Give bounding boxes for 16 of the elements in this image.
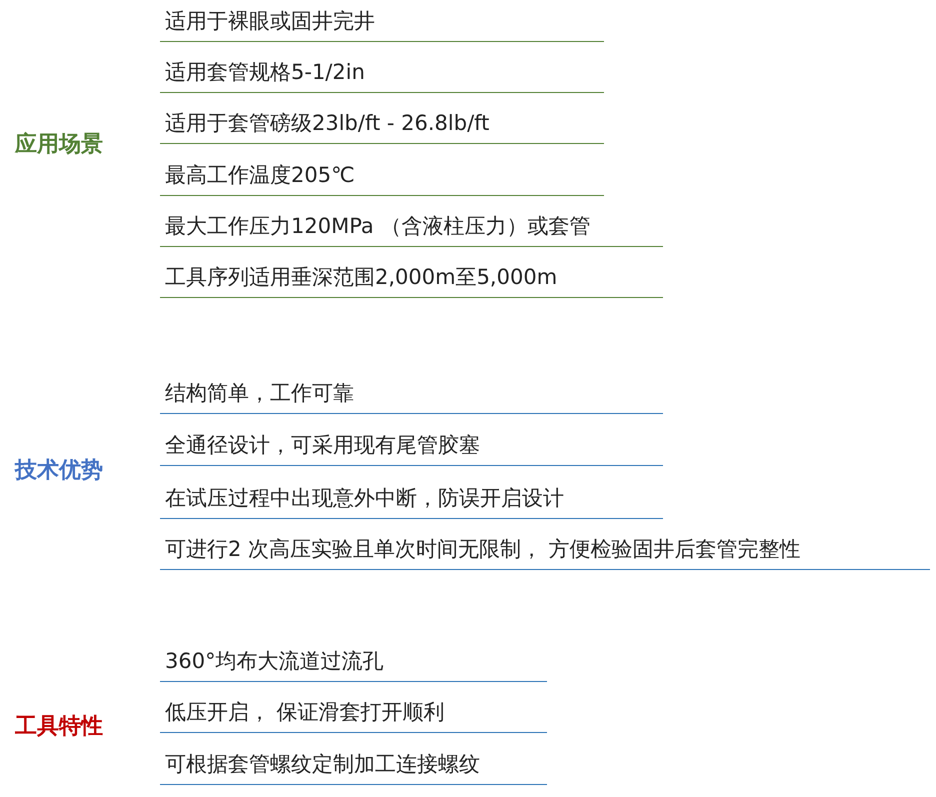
section-heading: 工具特性 bbox=[15, 713, 104, 741]
underlined-list-item: 最大工作压力120MPa （含液柱压力）或套管 bbox=[160, 209, 663, 247]
underlined-list-item: 适用于套管磅级23lb/ft - 26.8lb/ft bbox=[160, 106, 604, 144]
underlined-list-item: 工具序列适用垂深范围2,000m至5,000m bbox=[160, 260, 663, 298]
underlined-list-item: 低压开启， 保证滑套打开顺利 bbox=[160, 695, 547, 733]
underlined-list-item: 在试压过程中出现意外中断，防误开启设计 bbox=[160, 481, 663, 519]
underlined-list-item: 最高工作温度205℃ bbox=[160, 158, 604, 196]
underlined-list-item: 适用于裸眼或固井完井 bbox=[160, 4, 604, 42]
underlined-list-item: 360°均布大流道过流孔 bbox=[160, 644, 547, 682]
underlined-list-item: 结构简单，工作可靠 bbox=[160, 376, 663, 414]
underlined-list-item: 可进行2 次高压实验且单次时间无限制， 方便检验固井后套管完整性 bbox=[160, 532, 930, 570]
underlined-list-item: 适用套管规格5-1/2in bbox=[160, 55, 604, 93]
section-heading: 技术优势 bbox=[15, 457, 104, 485]
section-heading: 应用场景 bbox=[15, 130, 104, 159]
underlined-list-item: 全通径设计，可采用现有尾管胶塞 bbox=[160, 428, 663, 466]
underlined-list-item: 可根据套管螺纹定制加工连接螺纹 bbox=[160, 747, 547, 785]
